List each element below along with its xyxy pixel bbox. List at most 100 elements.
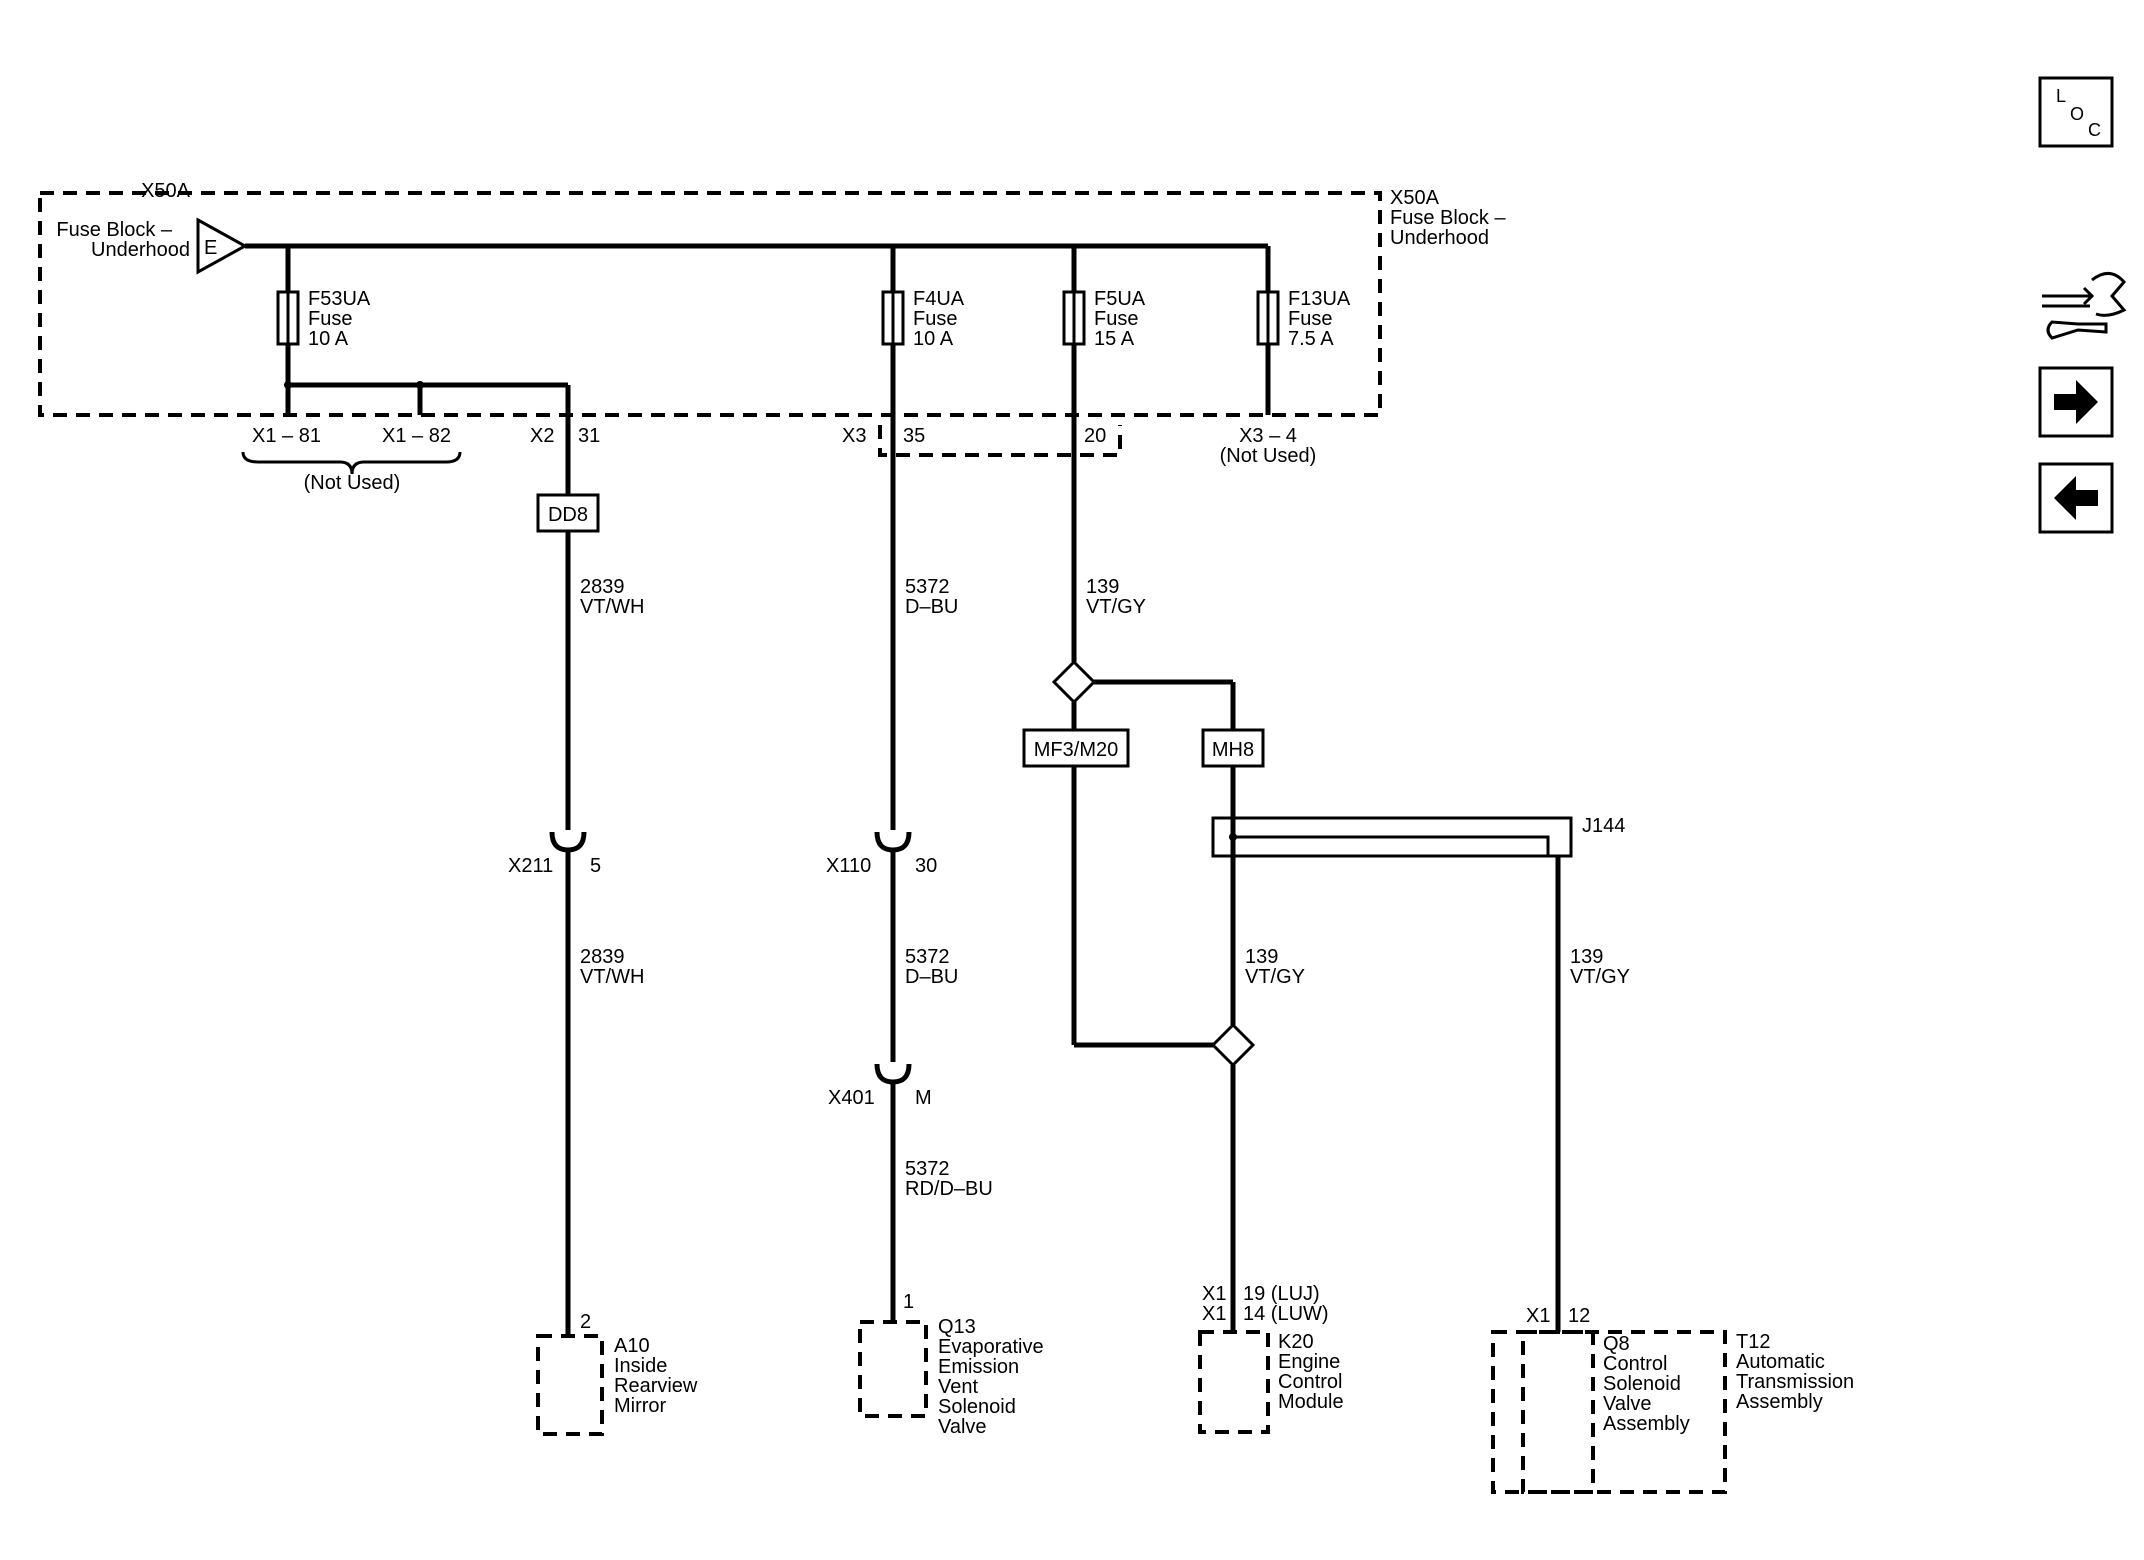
splice-diamond-lower <box>1210 1022 1256 1068</box>
x110-pin: 30 <box>915 855 937 877</box>
q13-line3: Vent <box>938 1376 978 1398</box>
splice-diamond-upper <box>1051 659 1097 705</box>
t12-line1: Automatic <box>1736 1351 1825 1373</box>
component-q8-box <box>1521 1330 1595 1494</box>
j144-label: J144 <box>1582 815 1625 837</box>
loc-letter-l: L <box>2056 86 2066 106</box>
j144-internal-wire <box>1233 835 1550 856</box>
wire-5372-num-c: 5372 <box>905 1158 950 1180</box>
pin-x3-35: 35 <box>903 425 925 447</box>
fuse-f53ua-id: F53UA <box>308 288 371 310</box>
fuse-f13ua-id: F13UA <box>1288 288 1351 310</box>
t12-line2: Transmission <box>1736 1371 1854 1393</box>
a10-line3: Mirror <box>614 1395 667 1417</box>
not-used-note: (Not Used) <box>304 472 401 494</box>
t12-line3: Assembly <box>1736 1391 1823 1413</box>
pin-x2-31: 31 <box>578 425 600 447</box>
not-used-brace <box>241 451 462 475</box>
x401-pin: M <box>915 1087 932 1109</box>
fuse-f13ua-type: Fuse <box>1288 308 1332 330</box>
loc-icon[interactable] <box>2038 76 2114 148</box>
fuse-f4ua-type: Fuse <box>913 308 957 330</box>
pin-x3-20: 20 <box>1084 425 1106 447</box>
k20-id: K20 <box>1278 1331 1314 1353</box>
fuse-f13ua-rating: 7.5 A <box>1288 328 1334 350</box>
connector-tools-icon[interactable] <box>2042 272 2127 340</box>
x3-connector-bracket <box>878 425 1122 457</box>
k20-line2: Control <box>1278 1371 1342 1393</box>
prev-page-button[interactable] <box>2038 462 2114 534</box>
x211-pin: 5 <box>590 855 601 877</box>
wire-2839-num-a: 2839 <box>580 576 625 598</box>
arrow-right-icon-frame[interactable] <box>2038 366 2114 438</box>
a10-line1: Inside <box>614 1355 667 1377</box>
a10-pin: 2 <box>580 1311 591 1333</box>
wire-2839-num-b: 2839 <box>580 946 625 968</box>
bus-label-e: E <box>204 237 217 259</box>
splice-j144 <box>1211 816 1573 858</box>
bus-source-desc: Fuse Block – <box>56 219 172 241</box>
k20-line3: Module <box>1278 1391 1344 1413</box>
fuse-f4ua-rating: 10 A <box>913 328 954 350</box>
t12-id: T12 <box>1736 1331 1770 1353</box>
k20-line1: Engine <box>1278 1351 1340 1373</box>
q8-line3: Valve <box>1603 1393 1652 1415</box>
x401-label: X401 <box>828 1087 875 1109</box>
wire-5372-color-b: D–BU <box>905 966 958 988</box>
wire-139-color-b: VT/GY <box>1245 966 1305 988</box>
wire-139-num-c: 139 <box>1570 946 1603 968</box>
fuse-block-label: X50A <box>1390 187 1440 209</box>
fuse-block-outline <box>38 191 1382 417</box>
pin-x1-82: X1 – 82 <box>382 425 451 447</box>
wire-139-color-c: VT/GY <box>1570 966 1630 988</box>
wire-5372-num-a: 5372 <box>905 576 950 598</box>
next-page-button[interactable] <box>2038 366 2114 438</box>
pin-x3-4-note: (Not Used) <box>1220 445 1317 467</box>
x401-connector-symbol <box>874 1063 912 1085</box>
wire-2839-color-b: VT/WH <box>580 966 644 988</box>
bus-connector-id: X50A <box>141 180 191 202</box>
pin-x2: X2 <box>530 425 554 447</box>
fuse-f4ua-id: F4UA <box>913 288 965 310</box>
splice-mf3-m20-label: MF3/M20 <box>1034 739 1118 761</box>
fuse-f5ua-type: Fuse <box>1094 308 1138 330</box>
wire-139-num-b: 139 <box>1245 946 1278 968</box>
bus-input-triangle <box>196 217 249 275</box>
component-a10-box <box>536 1334 604 1436</box>
x110-label: X110 <box>826 855 871 877</box>
q8-line2: Solenoid <box>1603 1373 1681 1395</box>
q13-line4: Solenoid <box>938 1396 1016 1418</box>
q8-line1: Control <box>1603 1353 1667 1375</box>
loc-button[interactable]: L O C <box>2038 76 2114 148</box>
f53ua-splice-dot-2 <box>416 381 424 389</box>
arrow-left-icon[interactable] <box>2054 476 2098 520</box>
a10-id: A10 <box>614 1335 650 1357</box>
arrow-right-icon[interactable] <box>2054 380 2098 424</box>
fuse-f53ua-type: Fuse <box>308 308 352 330</box>
component-t12-box <box>1491 1330 1727 1494</box>
k20-conn2: X1 <box>1202 1303 1226 1325</box>
wire-139-color-a: VT/GY <box>1086 596 1146 618</box>
bus-source-name: Underhood <box>91 239 190 261</box>
wire-5372-color-c: RD/D–BU <box>905 1178 993 1200</box>
fuse-block-label-line2: Fuse Block – <box>1390 207 1506 229</box>
a10-line2: Rearview <box>614 1375 698 1397</box>
q8-pin: 12 <box>1568 1305 1590 1327</box>
loc-letter-c: C <box>2088 120 2101 140</box>
splice-dd8 <box>536 493 600 533</box>
fuse-block-label-line3: Underhood <box>1390 227 1489 249</box>
x211-label: X211 <box>508 855 553 877</box>
splice-dd8-label: DD8 <box>548 504 588 526</box>
k20-conn1: X1 <box>1202 1283 1226 1305</box>
component-q13-box <box>858 1320 928 1418</box>
wire-5372-num-b: 5372 <box>905 946 950 968</box>
k20-pin2: 14 (LUW) <box>1243 1303 1329 1325</box>
q13-line1: Evaporative <box>938 1336 1044 1358</box>
q13-line5: Valve <box>938 1416 987 1438</box>
fuse-f5ua-id: F5UA <box>1094 288 1146 310</box>
wire-5372-color-a: D–BU <box>905 596 958 618</box>
wire-2839-color-a: VT/WH <box>580 596 644 618</box>
f53ua-splice-dot <box>284 381 292 389</box>
k20-pin1: 19 (LUJ) <box>1243 1283 1320 1305</box>
